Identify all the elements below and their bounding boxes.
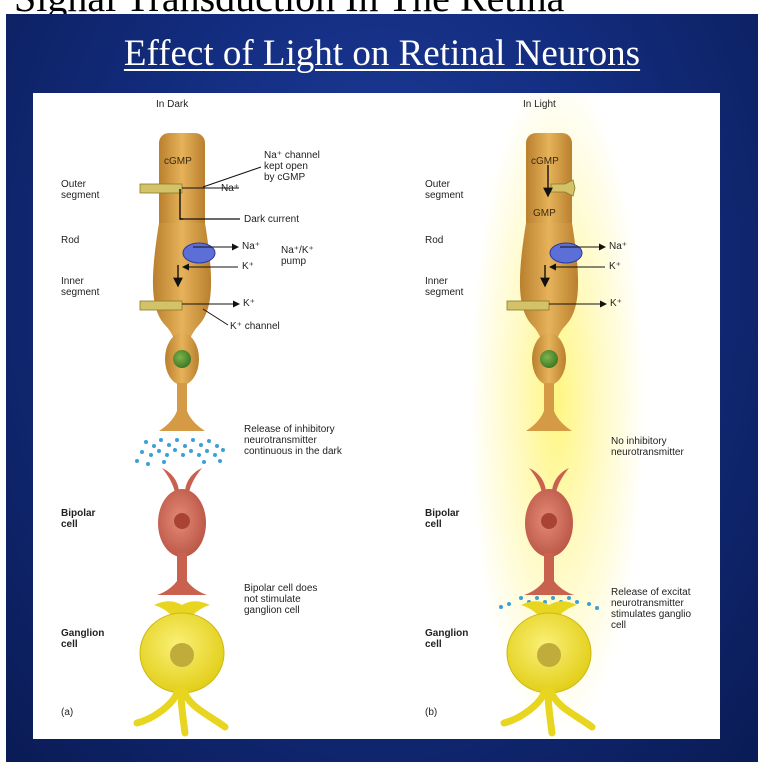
dark-current-label: Dark current [244,214,299,225]
outer-segment-label: Outer segment [61,179,99,201]
bipolar-terminal-b [524,581,574,595]
rod-nucleus-b [540,350,558,368]
gmp-label: GMP [533,208,556,219]
na-pump-label: Na⁺ [242,241,260,252]
k-channel-icon-b [507,301,549,310]
panel-b-cells [499,133,606,733]
bipolar-axon [177,553,187,583]
slide-title: Effect of Light on Retinal Neurons [6,32,758,75]
panel-a-cells [135,133,261,733]
panel-b-letter: (b) [425,707,437,718]
k-channel-icon [140,301,182,310]
bipolar-nucleus [174,513,190,529]
cgmp-label: cGMP [164,156,192,167]
k-channel-leader [203,309,228,325]
inner-segment-label: Inner segment [61,276,99,298]
release-excitatory-label: Release of excitat neurotransmitter stim… [611,587,691,631]
rod-nucleus [173,350,191,368]
bipolar-terminal [157,581,207,595]
bipolar-nucleus-b [541,513,557,529]
bipolar-cell-label: Bipolar cell [61,508,95,530]
ganglion-axon-b [504,691,592,733]
ganglion-cell-label: Ganglion cell [61,628,104,650]
bipolar-note-label: Bipolar cell does not stimulate ganglion… [244,583,317,616]
rod-label-b: Rod [425,235,443,246]
ganglion-cell-label-b: Ganglion cell [425,628,468,650]
rod-label: Rod [61,235,79,246]
page-title: Signal Transduction In The Retina [14,0,564,14]
cgmp-label-b: cGMP [531,156,559,167]
ganglion-nucleus-b [537,643,561,667]
k-pump-label: K⁺ [242,261,254,272]
release-inhibitory-label: Release of inhibitory neurotransmitter c… [244,424,342,457]
k-pump-label-b: K⁺ [609,261,621,272]
no-inhibitory-label: No inhibitory neurotransmitter [611,436,684,458]
na-k-pump-icon-b [550,243,582,263]
na-k-pump-icon [183,243,215,263]
bipolar-cell-label-b: Bipolar cell [425,508,459,530]
bipolar-axon-b [544,553,554,583]
k-channel-label: K⁺ channel [230,321,280,332]
inhibitory-neurotransmitter [135,438,225,466]
slide: Effect of Light on Retinal Neurons [6,14,758,762]
na-k-pump-label: Na⁺/K⁺ pump [281,245,314,267]
k-out-label: K⁺ [243,298,255,309]
na-in-label: Na⁺ [221,183,239,194]
k-out-label-b: K⁺ [610,298,622,309]
page-title-strip: Signal Transduction In The Retina [0,0,758,14]
na-pump-label-b: Na⁺ [609,241,627,252]
retina-figure: In Dark Outer segment Rod Inner segment … [33,93,720,739]
panel-a-letter: (a) [61,707,73,718]
na-channel-label: Na⁺ channel kept open by cGMP [264,150,320,183]
na-channel-icon [140,184,182,193]
ganglion-axon [137,691,225,733]
rod-synaptic-terminal-b [526,383,572,431]
rod-synaptic-terminal [159,383,205,431]
in-light-heading: In Light [523,99,556,110]
ganglion-nucleus [170,643,194,667]
outer-segment-label-b: Outer segment [425,179,463,201]
inner-segment-label-b: Inner segment [425,276,463,298]
in-dark-heading: In Dark [156,99,188,110]
retina-diagram [33,93,720,739]
